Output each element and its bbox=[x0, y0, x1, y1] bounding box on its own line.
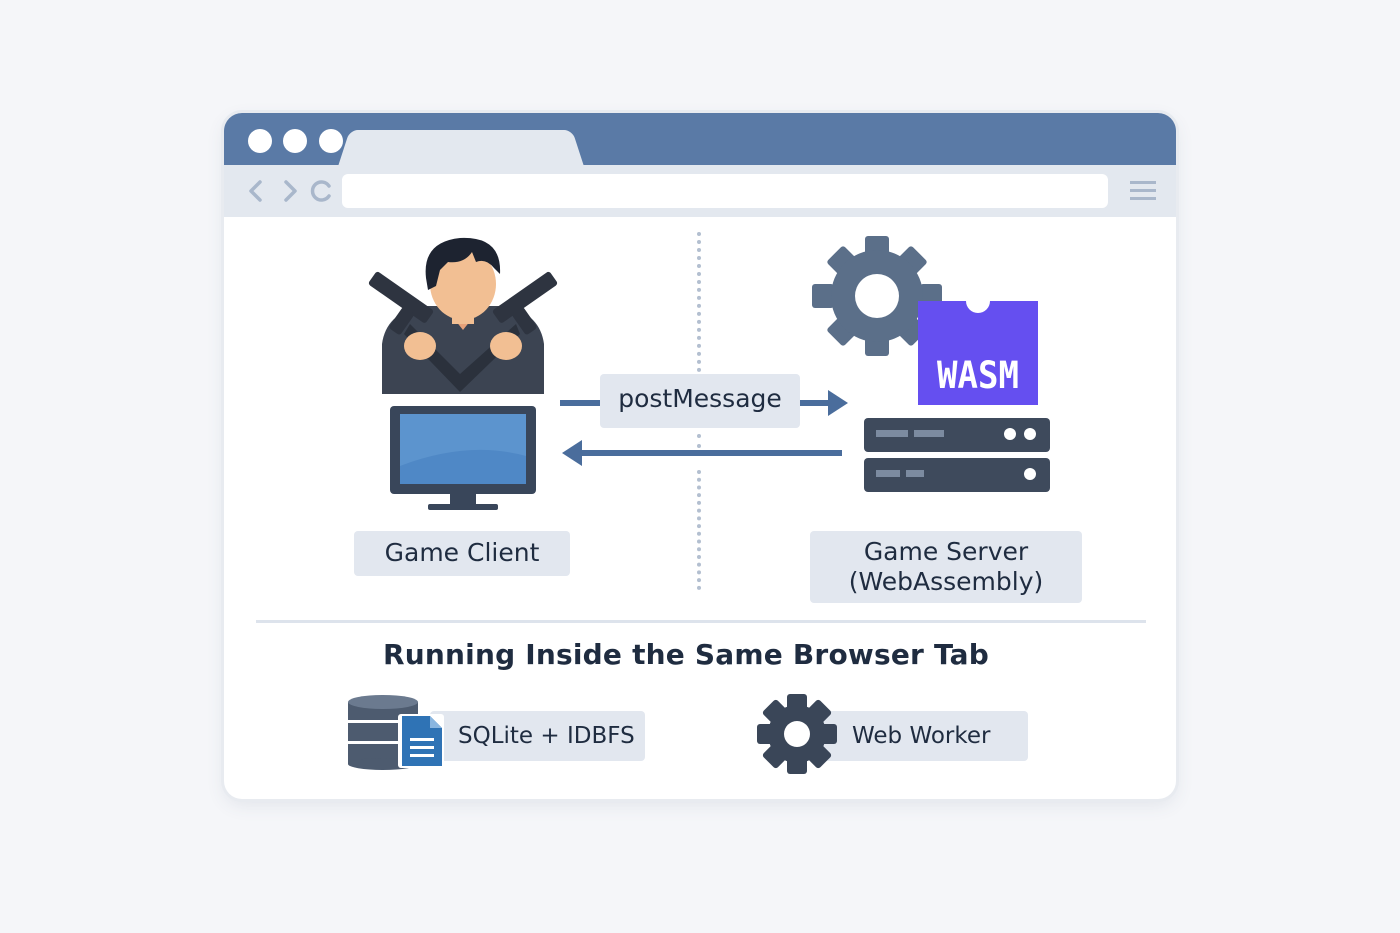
title-bar bbox=[224, 113, 1176, 166]
menu-icon[interactable] bbox=[1128, 177, 1156, 205]
game-server-label-line1: Game Server bbox=[863, 537, 1029, 566]
monitor-icon bbox=[390, 406, 536, 510]
server-icon bbox=[864, 418, 1050, 492]
storage-pill: SQLite + IDBFS bbox=[430, 711, 645, 761]
separator-dashed-bottom bbox=[697, 470, 701, 590]
wasm-badge-label: WASM bbox=[937, 354, 1019, 398]
wasm-logo-icon bbox=[918, 301, 1038, 405]
game-client-label: Game Client bbox=[354, 531, 570, 576]
window-dot-minimize[interactable] bbox=[283, 129, 307, 153]
message-arrows bbox=[560, 390, 848, 466]
browser-window bbox=[224, 113, 1176, 799]
window-dot-close[interactable] bbox=[248, 129, 272, 153]
worker-label: Web Worker bbox=[852, 723, 991, 749]
database-icon bbox=[348, 695, 444, 770]
back-icon[interactable] bbox=[242, 177, 270, 205]
worker-pill: Web Worker bbox=[812, 711, 1028, 761]
forward-icon[interactable] bbox=[276, 177, 304, 205]
separator-dashed-top bbox=[697, 232, 701, 372]
nav-bar bbox=[224, 165, 1176, 217]
footer-title: Running Inside the Same Browser Tab bbox=[382, 638, 989, 671]
address-bar[interactable] bbox=[342, 174, 1108, 208]
game-server-label-line2: (WebAssembly) bbox=[848, 567, 1044, 596]
worker-gear-icon bbox=[757, 694, 837, 774]
window-dot-maximize[interactable] bbox=[319, 129, 343, 153]
game-server-label: Game Server (WebAssembly) bbox=[810, 531, 1082, 603]
section-divider bbox=[256, 620, 1146, 623]
postmessage-label: postMessage bbox=[600, 374, 800, 428]
reload-icon[interactable] bbox=[308, 177, 336, 205]
storage-label: SQLite + IDBFS bbox=[458, 723, 635, 749]
player-with-guns-icon bbox=[368, 237, 558, 394]
separator-dashed-mid bbox=[697, 434, 701, 448]
browser-tab[interactable] bbox=[356, 130, 566, 166]
